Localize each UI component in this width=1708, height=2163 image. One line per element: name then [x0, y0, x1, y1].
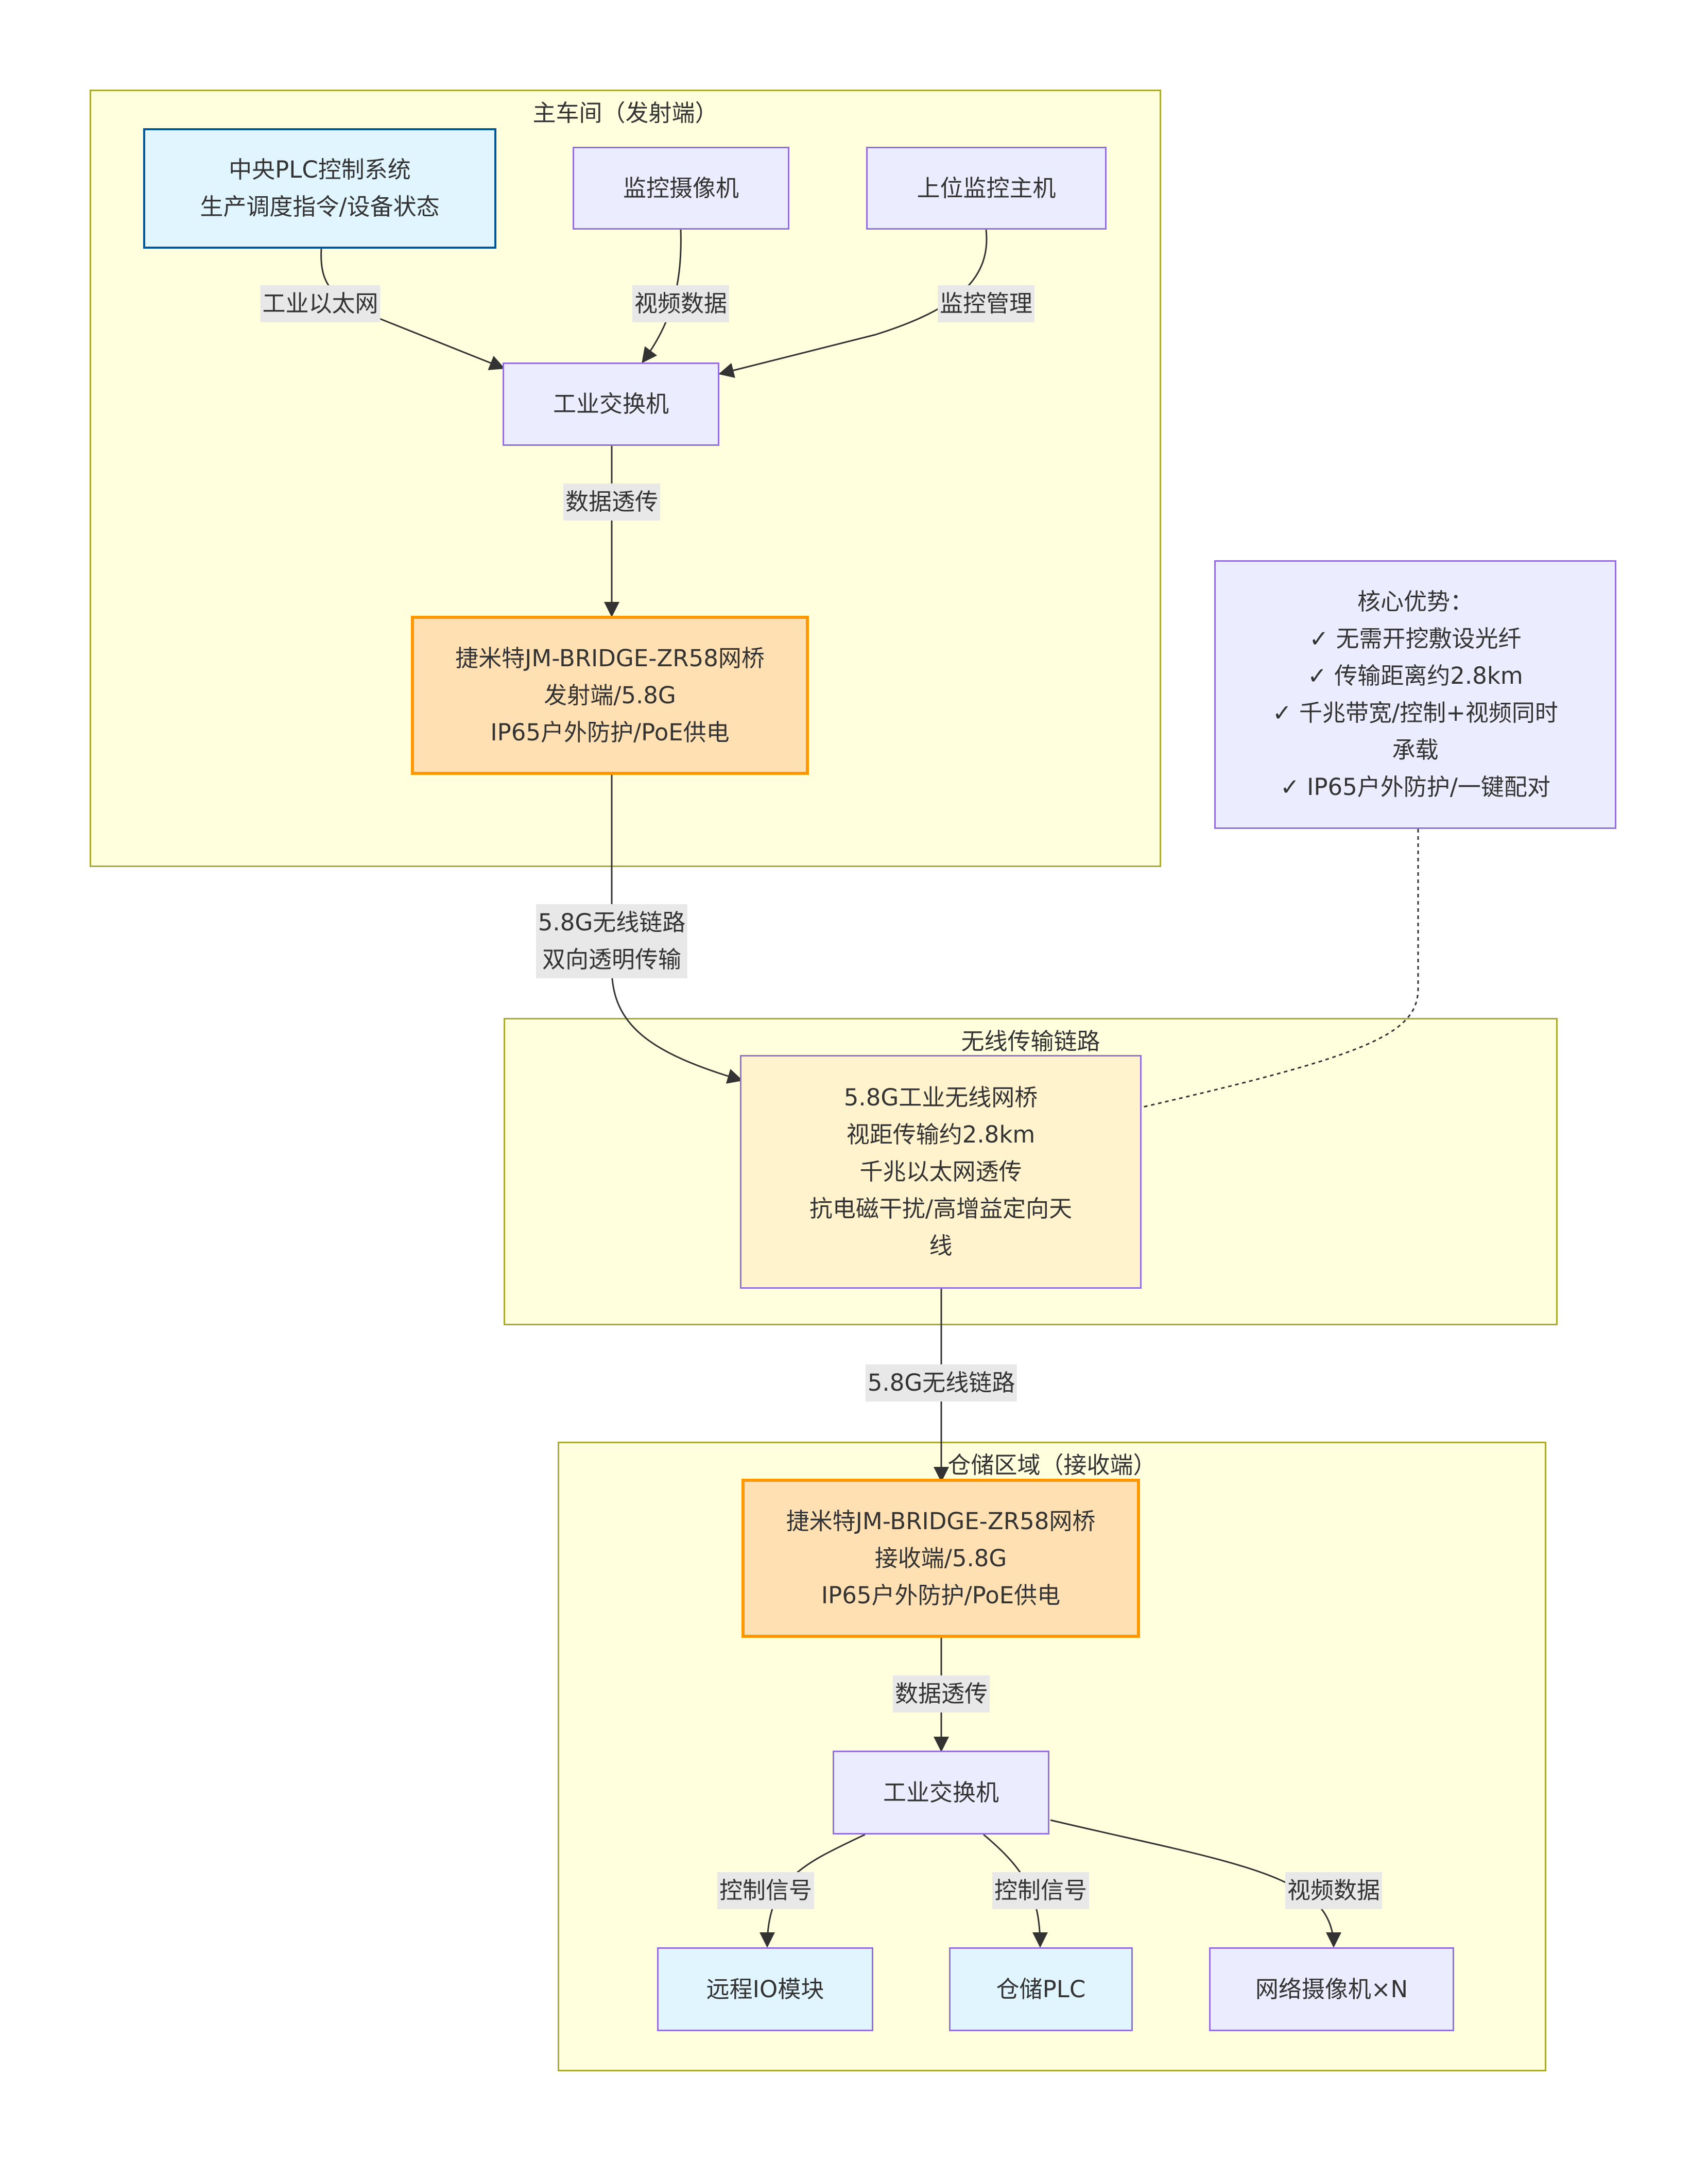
node-switch-top: 工业交换机 — [503, 362, 719, 446]
edge-label-link-to-rx: 5.8G无线链路 — [865, 1364, 1017, 1401]
advantages-line-1: 核心优势： — [1357, 588, 1473, 615]
group-title-warehouse: 仓储区域（接收端） — [947, 1451, 1157, 1479]
edge-label-switch-to-io: 控制信号 — [717, 1872, 815, 1909]
node-remote-io: 远程IO模块 — [657, 1947, 873, 2031]
bridge-rx-line-3: IP65户外防护/PoE供电 — [821, 1581, 1061, 1609]
node-bridge-tx: 捷米特JM-BRIDGE-ZR58网桥 发射端/5.8G IP65户外防护/Po… — [411, 616, 809, 775]
central-plc-line-2: 生产调度指令/设备状态 — [200, 193, 440, 220]
bridge-tx-line-3: IP65户外防护/PoE供电 — [490, 718, 730, 746]
wireless-bridge-line-3: 千兆以太网透传 — [859, 1158, 1022, 1185]
node-bridge-rx: 捷米特JM-BRIDGE-ZR58网桥 接收端/5.8G IP65户外防护/Po… — [741, 1479, 1140, 1638]
group-title-wireless-link: 无线传输链路 — [961, 1028, 1100, 1055]
edge-label-bridge-to-link: 5.8G无线链路 双向透明传输 — [536, 904, 688, 978]
edge-label-switch-to-plc: 控制信号 — [992, 1872, 1090, 1909]
bridge-rx-line-1: 捷米特JM-BRIDGE-ZR58网桥 — [786, 1507, 1096, 1535]
edge-label-plc-to-switch: 工业以太网 — [260, 285, 381, 322]
node-wireless-bridge: 5.8G工业无线网桥 视距传输约2.8km 千兆以太网透传 抗电磁干扰/高增益定… — [740, 1055, 1142, 1289]
remote-io-label: 远程IO模块 — [706, 1975, 824, 2003]
bridge-tx-line-2: 发射端/5.8G — [544, 681, 676, 709]
warehouse-plc-label: 仓储PLC — [996, 1975, 1086, 2003]
edge-label-camera-to-switch: 视频数据 — [632, 285, 730, 322]
wireless-bridge-line-4: 抗电磁干扰/高增益定向天 — [809, 1195, 1073, 1222]
wireless-bridge-line-1: 5.8G工业无线网桥 — [843, 1084, 1038, 1111]
edge-label-bridge-to-link-line-1: 5.8G无线链路 — [538, 909, 686, 936]
network-cameras-label: 网络摄像机×N — [1255, 1975, 1408, 2003]
edge-bridge-to-link — [611, 775, 743, 1084]
edge-label-host-to-switch: 监控管理 — [937, 285, 1035, 322]
node-host-monitor: 上位监控主机 — [866, 147, 1107, 230]
edge-label-rx-to-switch: 数据透传 — [892, 1675, 990, 1712]
bridge-rx-line-2: 接收端/5.8G — [874, 1544, 1007, 1572]
wireless-bridge-line-2: 视距传输约2.8km — [846, 1121, 1036, 1148]
group-title-main-workshop: 主车间（发射端） — [532, 99, 718, 127]
switch-bottom-label: 工业交换机 — [883, 1778, 999, 1806]
advantages-line-4: ✓ 千兆带宽/控制+视频同时 — [1272, 699, 1558, 726]
advantages-line-6: ✓ IP65户外防护/一键配对 — [1280, 773, 1550, 801]
node-central-plc: 中央PLC控制系统 生产调度指令/设备状态 — [143, 128, 496, 249]
edge-label-bridge-to-link-line-2: 双向透明传输 — [542, 946, 681, 973]
node-warehouse-plc: 仓储PLC — [949, 1947, 1133, 2031]
edge-label-switch-to-bridge: 数据透传 — [563, 483, 661, 521]
advantages-line-2: ✓ 无需开挖敷设光纤 — [1309, 625, 1522, 652]
monitor-camera-label: 监控摄像机 — [623, 174, 739, 202]
node-network-cameras: 网络摄像机×N — [1209, 1947, 1454, 2031]
edge-switch-to-cameras — [1050, 1819, 1341, 1948]
node-monitor-camera: 监控摄像机 — [573, 147, 789, 230]
edge-label-switch-to-cameras: 视频数据 — [1285, 1872, 1383, 1909]
advantages-line-5: 承载 — [1392, 736, 1439, 764]
wireless-bridge-line-5: 线 — [929, 1232, 953, 1259]
node-advantages: 核心优势： ✓ 无需开挖敷设光纤 ✓ 传输距离约2.8km ✓ 千兆带宽/控制+… — [1214, 560, 1616, 829]
edge-advantages-to-link — [1143, 829, 1419, 1108]
advantages-line-3: ✓ 传输距离约2.8km — [1307, 662, 1523, 689]
bridge-tx-line-1: 捷米特JM-BRIDGE-ZR58网桥 — [455, 644, 765, 672]
host-monitor-label: 上位监控主机 — [917, 174, 1056, 202]
node-switch-bottom: 工业交换机 — [833, 1751, 1049, 1835]
switch-top-label: 工业交换机 — [553, 390, 669, 418]
central-plc-line-1: 中央PLC控制系统 — [229, 156, 411, 183]
